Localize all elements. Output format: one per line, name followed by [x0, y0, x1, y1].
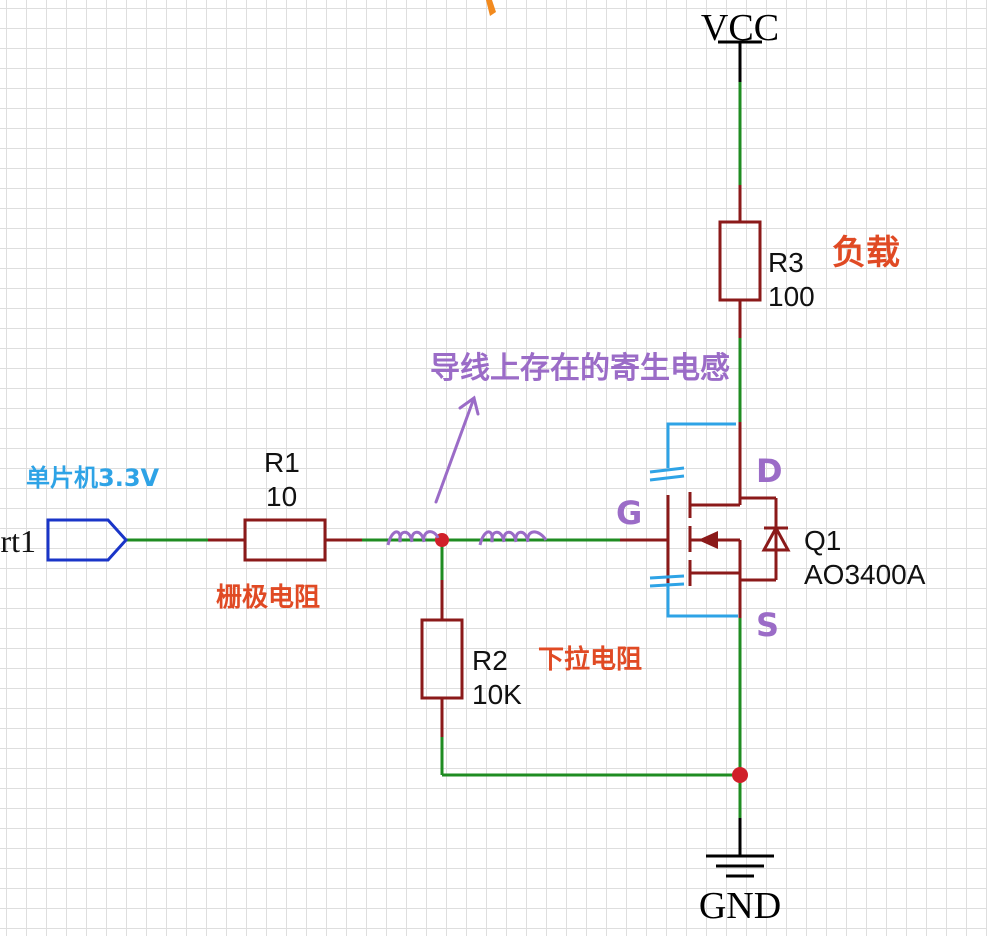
ground-symbol	[706, 818, 774, 878]
annotation-pin-g: G	[616, 494, 642, 532]
parasitic-capacitance-sketch	[649, 422, 738, 618]
annotation-pulldown-resistor: 下拉电阻	[538, 644, 642, 675]
r3-ref: R3	[768, 247, 804, 278]
inductance-coil-right	[478, 530, 548, 546]
annotation-load: 负载	[832, 233, 900, 273]
gnd-label: GND	[699, 885, 781, 927]
r2-ref: R2	[472, 645, 508, 676]
r3-value: 100	[768, 281, 815, 312]
r1-ref: R1	[264, 447, 300, 478]
r1-value: 10	[266, 481, 297, 512]
annotation-mcu-input: 单片机3.3V	[26, 464, 160, 492]
q1-value: AO3400A	[804, 559, 926, 590]
mosfet-q1	[620, 422, 791, 618]
junction-ground-node	[732, 767, 748, 783]
annotation-pin-d: D	[756, 452, 783, 490]
annotation-pin-s: S	[756, 606, 779, 644]
resistor-r2	[420, 580, 464, 737]
q1-ref: Q1	[804, 525, 841, 556]
resistor-r3	[718, 185, 762, 338]
input-port[interactable]	[46, 518, 129, 562]
wires	[126, 82, 742, 818]
annotation-parasitic-inductance: 导线上存在的寄生电感	[430, 351, 730, 386]
resistor-r1	[208, 518, 362, 562]
inductance-coil-left	[386, 530, 440, 546]
port-label: rt1	[0, 523, 36, 559]
annotation-arrow	[434, 395, 480, 504]
r2-value: 10K	[472, 679, 522, 710]
orange-mark	[486, 0, 496, 16]
annotation-gate-resistor: 栅极电阻	[216, 582, 320, 613]
